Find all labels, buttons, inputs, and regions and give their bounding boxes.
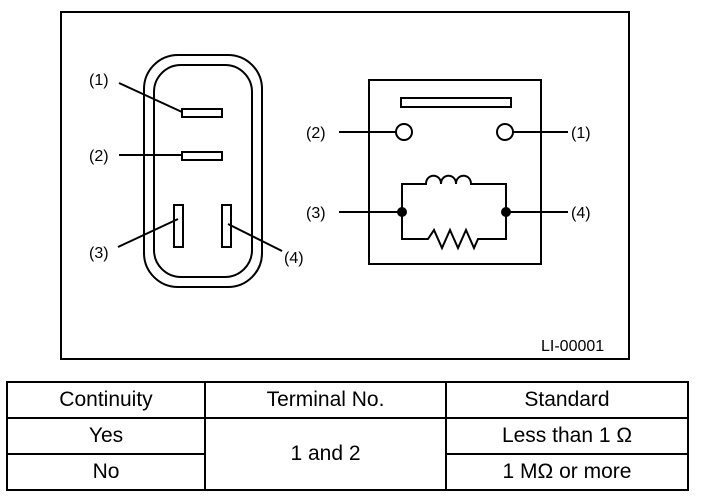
relay-diagram: (1) (2) (3) (4) (2) (1) (3) (4) LI-00001 xyxy=(60,11,630,360)
figure-id: LI-00001 xyxy=(541,338,604,355)
relay-label-2: (2) xyxy=(306,125,326,142)
leader-line-1 xyxy=(118,82,183,113)
relay-label-3: (3) xyxy=(306,205,326,222)
relay-top-bar xyxy=(400,97,512,108)
header-continuity: Continuity xyxy=(6,381,206,419)
table-row: Yes 1 and 2 Less than 1 Ω xyxy=(6,417,689,491)
continuity-spec-table: Continuity Terminal No. Standard Yes 1 a… xyxy=(6,381,689,491)
resistor-icon xyxy=(401,212,507,251)
junction-dot-3 xyxy=(397,207,407,217)
connector-label-1: (1) xyxy=(89,72,109,89)
header-standard: Standard xyxy=(445,381,689,419)
table-header-row: Continuity Terminal No. Standard xyxy=(6,381,689,419)
connector-label-2: (2) xyxy=(89,148,109,165)
connector-label-3: (3) xyxy=(89,245,109,262)
relay-circuit-view: (2) (1) (3) (4) xyxy=(306,79,591,265)
connector-inner-housing xyxy=(153,64,253,278)
cell-continuity-yes: Yes xyxy=(6,417,206,455)
table-row: No 1 MΩ or more xyxy=(6,453,689,491)
relay-label-4: (4) xyxy=(571,205,591,222)
leader-line-3 xyxy=(117,218,179,248)
coil-icon xyxy=(401,174,507,212)
connector-label-4: (4) xyxy=(284,250,304,267)
figure-frame xyxy=(60,11,630,360)
relay-label-1: (1) xyxy=(571,125,591,142)
cell-continuity-no: No xyxy=(6,453,206,491)
junction-dot-4 xyxy=(501,207,511,217)
relay-body xyxy=(368,79,542,265)
header-terminal-no: Terminal No. xyxy=(204,381,447,419)
relay-terminal-2 xyxy=(395,123,413,141)
cell-standard-no: 1 MΩ or more xyxy=(445,453,689,491)
connector-view: (1) (2) (3) (4) xyxy=(89,54,304,288)
leader-line-4 xyxy=(227,223,283,252)
connector-terminal-1 xyxy=(181,108,223,118)
connector-terminal-3 xyxy=(173,204,184,248)
connector-outer-housing xyxy=(143,54,263,288)
cell-terminal-no: 1 and 2 xyxy=(204,417,447,491)
cell-standard-yes: Less than 1 Ω xyxy=(445,417,689,455)
relay-terminal-1 xyxy=(496,123,514,141)
connector-terminal-2 xyxy=(181,151,223,161)
connector-terminal-4 xyxy=(221,204,232,248)
